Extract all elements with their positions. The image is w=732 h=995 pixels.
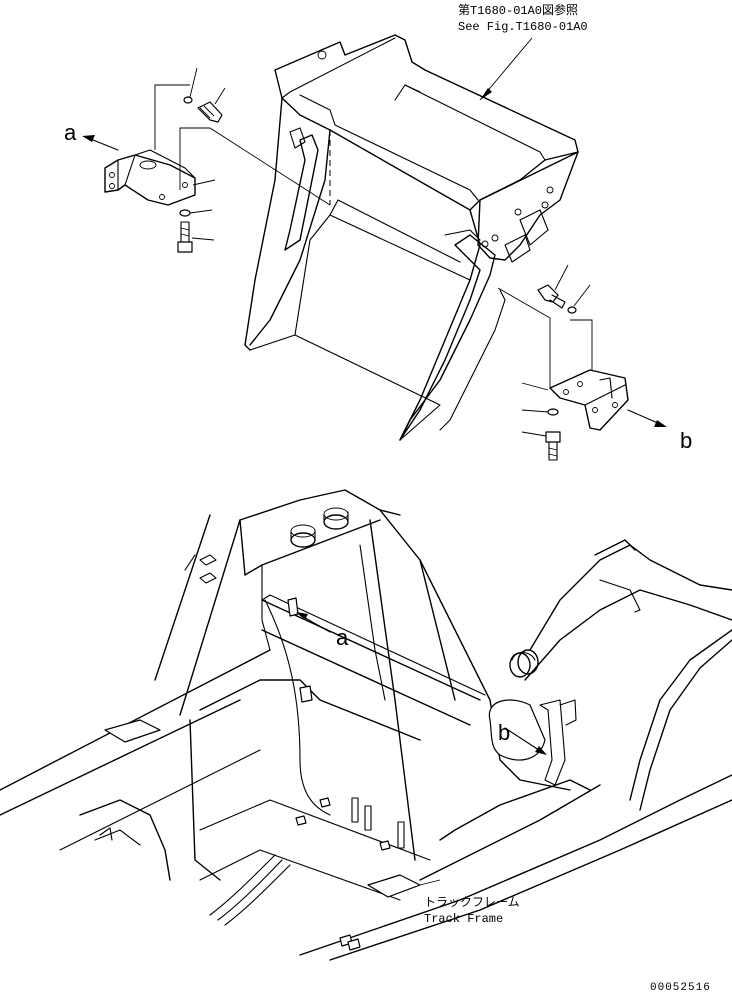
- track-frame-label-jp: トラックフレーム: [424, 895, 520, 910]
- washer-icon: [183, 96, 193, 104]
- right-bracket-group: [497, 264, 667, 461]
- washer-icon: [547, 408, 559, 416]
- view-label-b-lower: b: [498, 720, 510, 745]
- view-label-b: b: [680, 428, 692, 453]
- left-bracket-group: [82, 67, 331, 253]
- bolt-icon: [537, 284, 559, 303]
- right-bracket: [549, 369, 629, 431]
- pipe-icon: [323, 514, 349, 530]
- bolt-icon: [545, 431, 561, 443]
- view-label-a-lower: a: [336, 625, 349, 650]
- washer-icon: [179, 209, 191, 217]
- track-frame-label-en: Track Frame: [424, 912, 503, 926]
- mounting-hole: [317, 50, 327, 60]
- mount-pad: [367, 874, 421, 898]
- track-frame-leader: [419, 879, 441, 886]
- drawing-number: 00052516: [650, 982, 711, 994]
- bolt-icon: [177, 241, 193, 253]
- mount-pad: [104, 719, 161, 743]
- reference-text-jp: 第T1680-01A0図参照: [458, 2, 578, 18]
- washer-icon: [567, 306, 577, 314]
- cover-assembly: [244, 34, 579, 441]
- reference-text-en: See Fig.T1680-01A0: [458, 20, 588, 34]
- view-label-a: a: [64, 120, 77, 145]
- left-bracket: [104, 154, 196, 206]
- track-frame: [0, 489, 732, 961]
